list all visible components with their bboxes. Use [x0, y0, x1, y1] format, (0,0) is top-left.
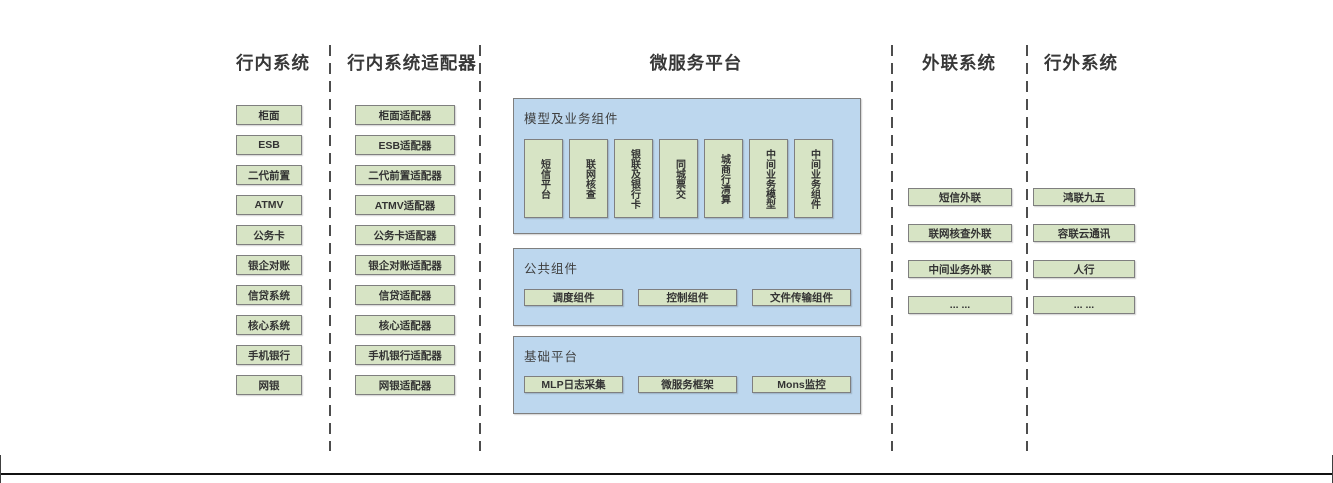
dashed-separator-1: [329, 45, 331, 451]
panel-model-business-components: 模型及业务组件 短信平台联网核查银联及银行卡同城票交城商行清算中间业务模型中间业…: [513, 98, 861, 234]
system-box: ESB适配器: [355, 135, 455, 155]
panel-title: 基础平台: [524, 350, 579, 364]
system-box: 鸿联九五: [1033, 188, 1135, 206]
system-box: ESB: [236, 135, 302, 155]
system-box: 公务卡适配器: [355, 225, 455, 245]
component-box-vertical: 中间业务模型: [749, 139, 788, 218]
bottom-rule: [0, 473, 1333, 475]
component-box-vertical: 同城票交: [659, 139, 698, 218]
system-box: 柜面适配器: [355, 105, 455, 125]
panel-common-components: 公共组件 调度组件控制组件文件传输组件: [513, 248, 861, 326]
system-box: 容联云通讯: [1033, 224, 1135, 242]
system-box: 柜面: [236, 105, 302, 125]
system-box: 核心适配器: [355, 315, 455, 335]
column-header-internal-system-adapters: 行内系统适配器: [347, 53, 477, 73]
system-box: 短信外联: [908, 188, 1012, 206]
dashed-separator-2: [479, 45, 481, 451]
component-box: 微服务框架: [638, 376, 737, 393]
component-box-vertical: 短信平台: [524, 139, 563, 218]
system-box: 核心系统: [236, 315, 302, 335]
system-box: ATMV: [236, 195, 302, 215]
component-box: 文件传输组件: [752, 289, 851, 306]
system-box: 网银: [236, 375, 302, 395]
system-box: 银企对账适配器: [355, 255, 455, 275]
system-box: 人行: [1033, 260, 1135, 278]
column-header-microservice-platform: 微服务平台: [649, 53, 743, 73]
model-business-items: 短信平台联网核查银联及银行卡同城票交城商行清算中间业务模型中间业务组件: [524, 139, 833, 218]
system-box: 二代前置适配器: [355, 165, 455, 185]
panel-base-platform: 基础平台 MLP日志采集微服务框架 Mons监控: [513, 336, 861, 414]
component-box: MLP日志采集: [524, 376, 623, 393]
system-box: 联网核查外联: [908, 224, 1012, 242]
system-box: 信贷适配器: [355, 285, 455, 305]
system-box: 网银适配器: [355, 375, 455, 395]
system-box: 中间业务外联: [908, 260, 1012, 278]
component-box-vertical: 城商行清算: [704, 139, 743, 218]
component-box: 调度组件: [524, 289, 623, 306]
component-box-vertical: 中间业务组件: [794, 139, 833, 218]
dashed-separator-3: [891, 45, 893, 451]
component-box-vertical: 联网核查: [569, 139, 608, 218]
component-box: Mons监控: [752, 376, 851, 393]
system-box: ... ...: [908, 296, 1012, 314]
left-edge-tick: [0, 455, 1, 483]
panel-title: 公共组件: [524, 262, 579, 276]
column-header-outside-bank-systems: 行外系统: [1044, 53, 1118, 73]
base-platform-items: MLP日志采集微服务框架 Mons监控: [524, 376, 851, 393]
system-box: ATMV适配器: [355, 195, 455, 215]
panel-title: 模型及业务组件: [524, 112, 619, 126]
common-components-items: 调度组件控制组件文件传输组件: [524, 289, 851, 306]
column-header-external-link-systems: 外联系统: [922, 53, 996, 73]
system-box: 公务卡: [236, 225, 302, 245]
component-box-vertical: 银联及银行卡: [614, 139, 653, 218]
system-box: 银企对账: [236, 255, 302, 275]
system-box: ... ...: [1033, 296, 1135, 314]
component-box: 控制组件: [638, 289, 737, 306]
column-header-internal-systems: 行内系统: [236, 53, 310, 73]
system-box: 手机银行适配器: [355, 345, 455, 365]
system-box: 手机银行: [236, 345, 302, 365]
system-box: 二代前置: [236, 165, 302, 185]
dashed-separator-4: [1026, 45, 1028, 451]
system-box: 信贷系统: [236, 285, 302, 305]
